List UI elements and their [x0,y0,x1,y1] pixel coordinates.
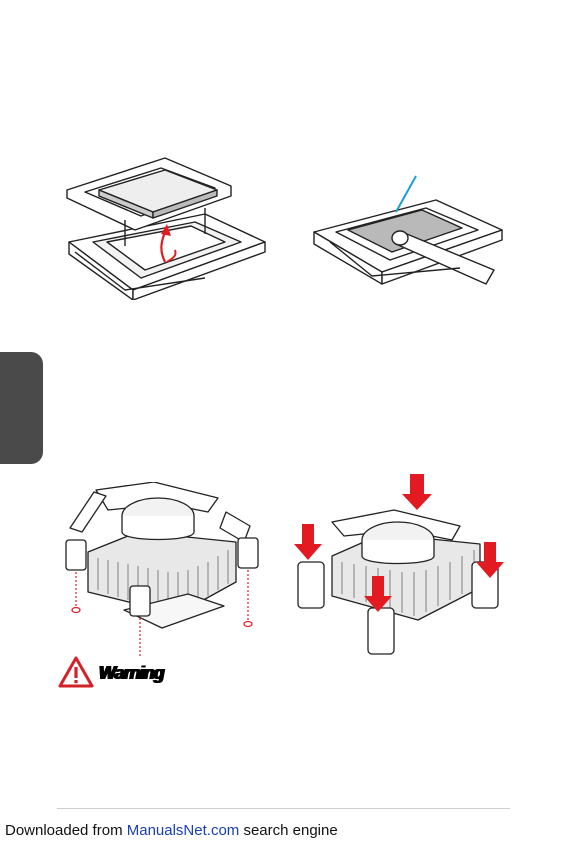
cpu-socket-load-plate-illustration [55,150,275,300]
manualsnet-link[interactable]: ManualsNet.com [127,822,240,839]
download-footer: Downloaded from ManualsNet.com search en… [5,822,338,839]
footer-divider [57,808,510,809]
thermal-paste-illustration [310,170,510,295]
cooler-press-pins-illustration [292,470,512,660]
warning-notice: Warning [57,655,217,691]
footer-prefix: Downloaded from [5,822,127,839]
cooler-alignment-illustration [58,482,268,657]
warning-triangle-icon [57,655,95,689]
footer-suffix: search engine [239,822,337,839]
chapter-side-tab [0,352,43,464]
warning-label: Warning [99,663,164,684]
